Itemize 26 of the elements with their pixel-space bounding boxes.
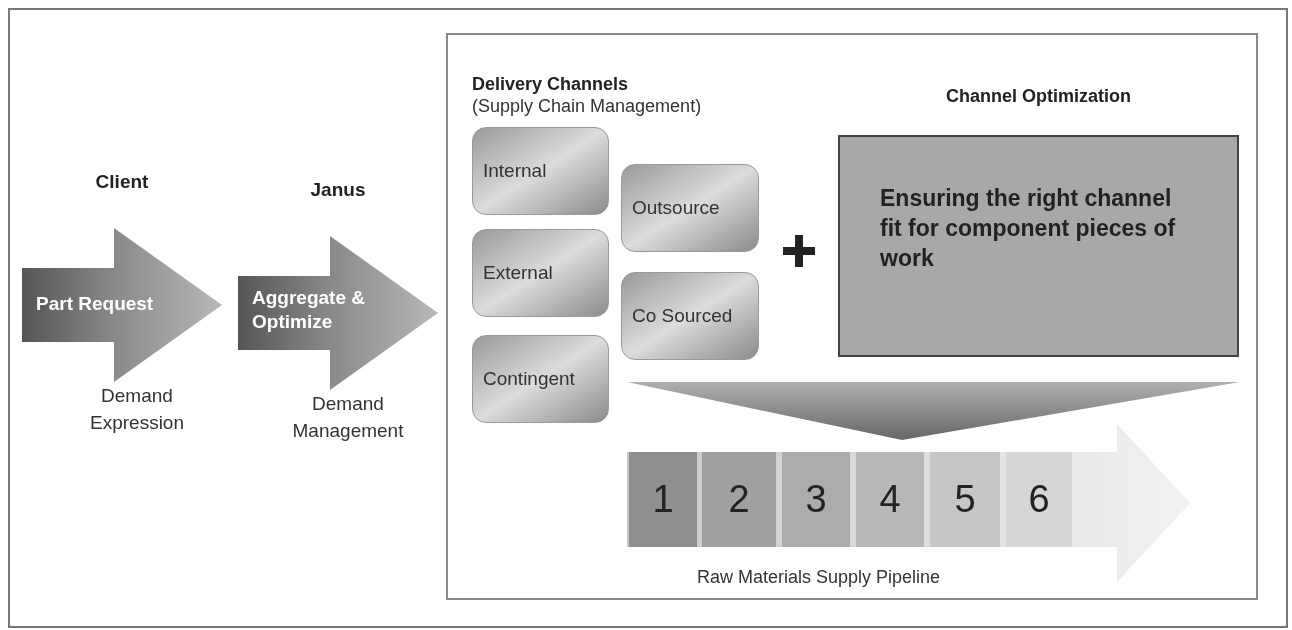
- column-heading: Client: [94, 170, 150, 194]
- arrow-label: Part Request: [36, 292, 155, 316]
- channel-box: Internal: [472, 127, 609, 215]
- channel-box: External: [472, 229, 609, 317]
- channel-panel: [446, 33, 1258, 600]
- stage-caption: Demand Expression: [89, 384, 185, 435]
- optimization-box: Ensuring the right channel fit for component pieces of work: [838, 135, 1239, 357]
- channel-box: Co Sourced: [621, 272, 759, 360]
- channel-box: Outsource: [621, 164, 759, 252]
- arrow-label: Aggregate & Optimize: [252, 286, 366, 334]
- panel-heading: Delivery Channels: [472, 73, 629, 96]
- pipeline-caption: Raw Materials Supply Pipeline: [697, 566, 941, 589]
- column-heading: Janus: [309, 178, 367, 202]
- channel-box: Contingent: [472, 335, 609, 423]
- step-number: 2: [728, 477, 750, 522]
- stage-caption: Demand Management: [291, 392, 405, 443]
- funnel-triangle: [627, 382, 1240, 440]
- panel-subheading: (Supply Chain Management): [472, 95, 702, 118]
- step-number: 4: [879, 477, 901, 522]
- step-number: 6: [1028, 477, 1050, 522]
- process-step-shape: [238, 236, 438, 390]
- step-number: 1: [652, 477, 674, 522]
- step-number: 3: [805, 477, 827, 522]
- section-heading: Channel Optimization: [945, 85, 1132, 108]
- step-number: 5: [954, 477, 976, 522]
- process-step-shape: [22, 228, 222, 382]
